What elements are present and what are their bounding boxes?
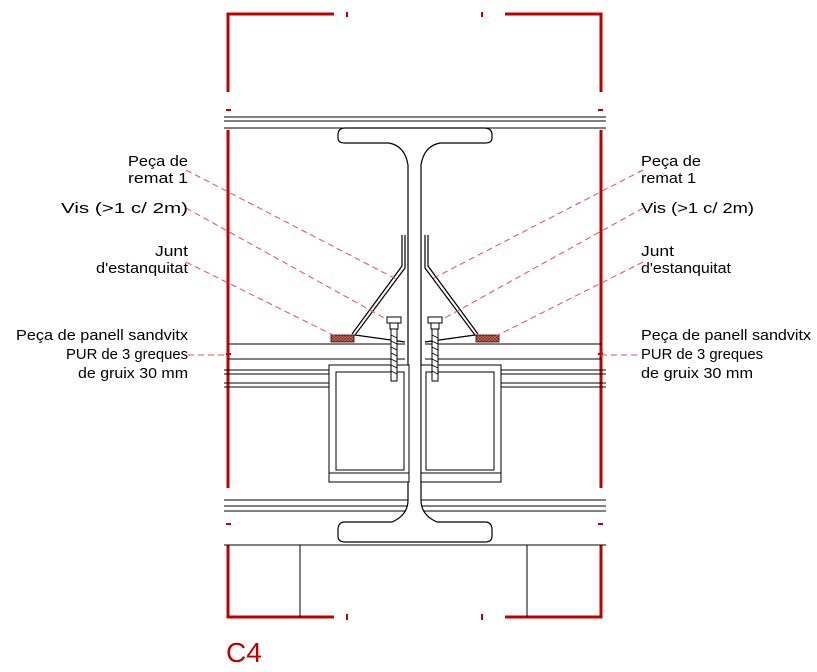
leader-left-remat xyxy=(185,169,399,281)
leader-right-junt xyxy=(493,261,644,338)
bottom-posts xyxy=(299,545,528,617)
leader-right-remat xyxy=(429,169,644,281)
label-left-panell-line3: de gruix 30 mm xyxy=(78,365,188,382)
label-right-junt-line1: Junt xyxy=(641,243,675,260)
leader-left-vis xyxy=(185,207,389,321)
label-right-panell-line2: PUR de 3 greques xyxy=(641,346,763,363)
frame-top-left xyxy=(226,12,334,92)
screws xyxy=(386,316,443,382)
detail-title: C4 xyxy=(226,637,262,668)
i-beam xyxy=(337,127,493,543)
right-bracket-inner xyxy=(425,371,495,471)
i-beam-profile xyxy=(337,127,493,543)
frame-bottom-right xyxy=(505,545,603,619)
seal-left xyxy=(330,334,355,343)
label-right-remat-line1: Peça de xyxy=(641,153,701,170)
label-left-junt-line2: d'estanquitat xyxy=(96,260,189,277)
labels-right: Peça de remat 1 Vis (>1 c/ 2m) Junt d'es… xyxy=(641,153,812,382)
screw-left xyxy=(386,316,402,382)
label-left-panell-line1: Peça de panell sandvitx xyxy=(16,327,189,344)
sealing-joints xyxy=(330,334,500,343)
label-right-panell-line3: de gruix 30 mm xyxy=(641,365,753,382)
leader-right-vis xyxy=(440,207,644,321)
label-right-panell-line1: Peça de panell sandvitx xyxy=(641,327,812,344)
boundary-frame xyxy=(226,12,603,619)
flashing-pieces xyxy=(351,235,479,343)
labels-left: Peça de remat 1 Vis (>1 c/ 2m) Junt d'es… xyxy=(16,153,189,382)
flashing-left xyxy=(353,235,406,343)
frame-top-right xyxy=(505,12,603,92)
label-left-remat-line1: Peça de xyxy=(128,153,188,170)
label-right-junt-line2: d'estanquitat xyxy=(641,260,732,277)
flashing-right-inner xyxy=(427,235,479,335)
label-left-panell-line2: PUR de 3 greques xyxy=(66,346,188,363)
frame-bottom-left xyxy=(226,545,334,619)
left-bracket-outer xyxy=(328,364,410,483)
label-left-vis: Vis (>1 c/ 2m) xyxy=(61,200,188,217)
label-left-remat-line2: remat 1 xyxy=(128,170,188,187)
left-bracket-inner xyxy=(335,371,405,471)
leader-left-junt xyxy=(185,261,338,338)
label-right-vis: Vis (>1 c/ 2m) xyxy=(641,200,754,217)
label-right-remat-line2: remat 1 xyxy=(641,170,696,187)
flashing-left-inner xyxy=(351,235,403,335)
label-left-junt-line1: Junt xyxy=(155,243,189,260)
support-brackets xyxy=(328,364,502,483)
right-bracket-outer xyxy=(420,364,502,483)
flashing-right xyxy=(424,235,477,343)
leader-lines xyxy=(185,169,644,356)
centerline-ticks xyxy=(226,12,603,620)
seal-right xyxy=(475,334,500,343)
